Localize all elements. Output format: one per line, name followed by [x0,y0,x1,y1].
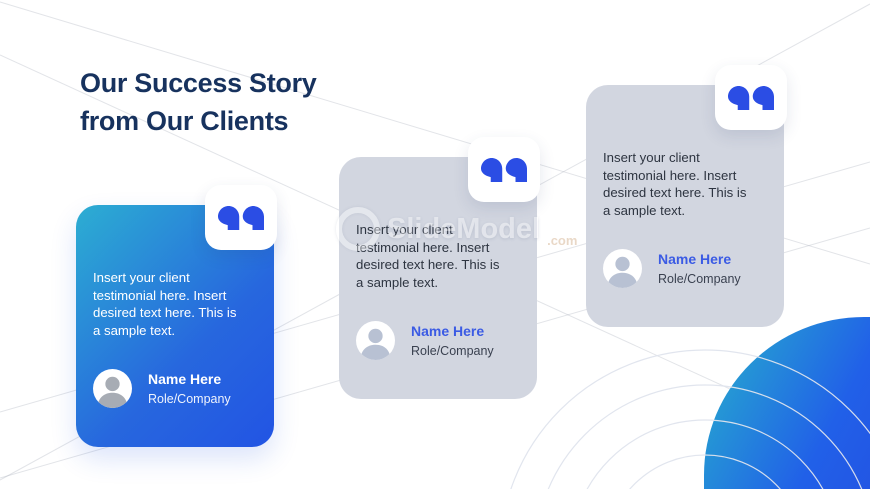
testimonial-card-2: Insert your client testimonial here. Ins… [339,137,540,399]
avatar [603,249,642,288]
person-row: Name Here Role/Company [356,321,494,360]
quote-badge [468,137,540,202]
testimonial-text: Insert your client testimonial here. Ins… [603,150,747,218]
quote-badge [715,65,787,130]
testimonial-text: Insert your client testimonial here. Ins… [93,270,237,338]
user-avatar-icon [360,328,391,360]
person-row: Name Here Role/Company [93,369,231,408]
person-info: Name Here Role/Company [411,323,494,358]
person-info: Name Here Role/Company [148,371,231,406]
page-title-line1: Our Success Story [80,68,317,98]
testimonial-card-1: Insert your client testimonial here. Ins… [76,185,277,447]
person-role: Role/Company [411,344,494,358]
avatar [356,321,395,360]
person-name: Name Here [411,323,485,339]
person-row: Name Here Role/Company [603,249,741,288]
quote-badge [205,185,277,250]
quote-icon [481,157,527,182]
person-name: Name Here [148,371,222,387]
avatar [93,369,132,408]
person-role: Role/Company [148,392,231,406]
person-role: Role/Company [658,272,741,286]
testimonial-card-3: Insert your client testimonial here. Ins… [586,65,787,327]
page-title-line2: from Our Clients [80,106,289,136]
person-name: Name Here [658,251,732,267]
person-info: Name Here Role/Company [658,251,741,286]
quote-icon [218,205,264,230]
quote-icon [728,85,774,110]
user-avatar-icon [97,376,128,408]
page-title: Our Success Story from Our Clients [80,64,317,140]
testimonial-text: Insert your client testimonial here. Ins… [356,222,500,290]
user-avatar-icon [607,256,638,288]
